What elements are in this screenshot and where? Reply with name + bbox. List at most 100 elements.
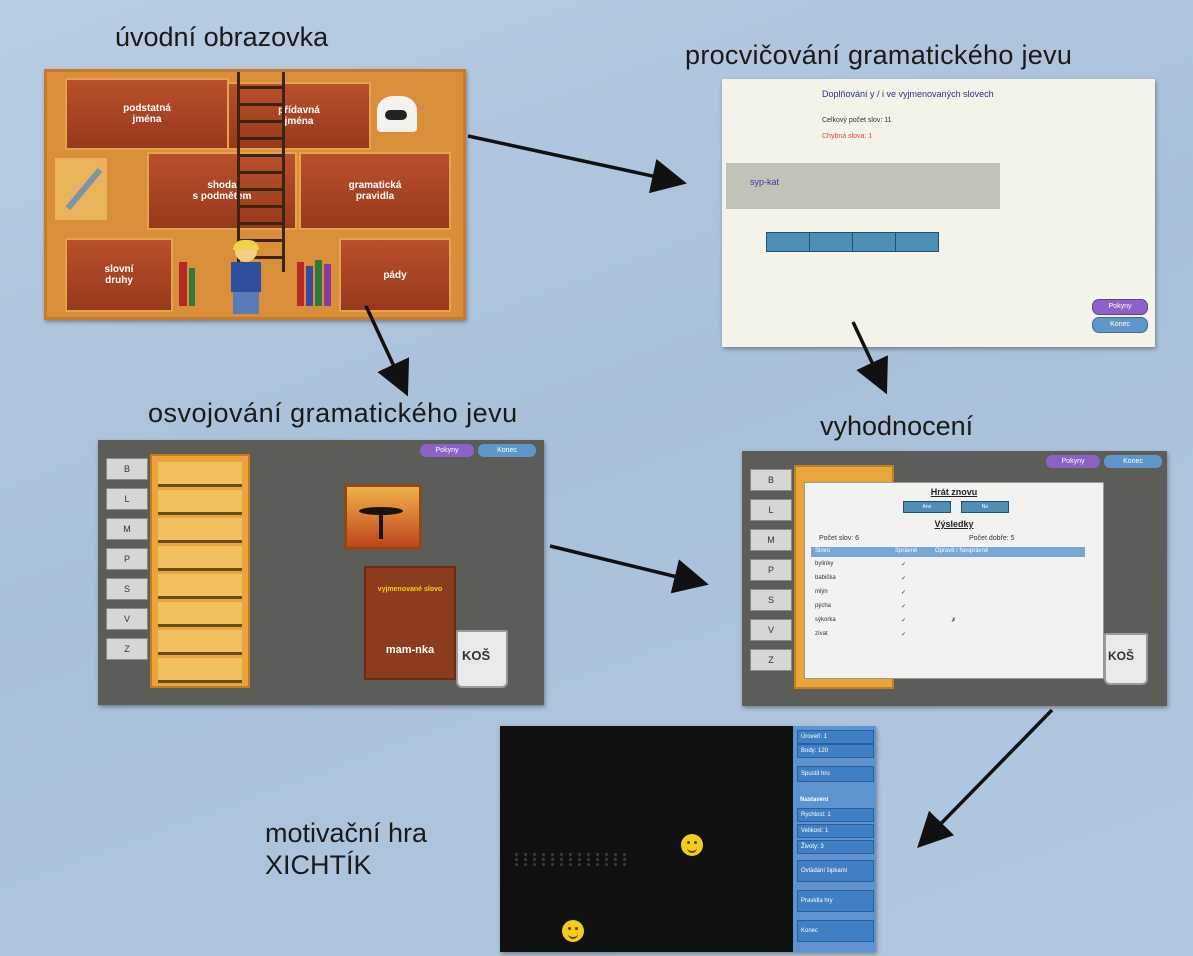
word-card-word: mam-nka [385,644,435,656]
letter-button-z[interactable]: Z [106,638,148,660]
letter-button-b[interactable]: B [750,469,792,491]
game-sidebar-text: Spustit hru [801,771,830,777]
caption-evaluation: vyhodnocení [820,411,974,441]
instructions-button[interactable]: Pokyny [1046,455,1100,468]
game-lives-setting[interactable]: Životy: 3 [797,840,874,854]
book-grammar-rules[interactable]: gramatická pravidla [299,152,451,230]
book-label: slovní [104,264,134,275]
shelf-slot[interactable] [158,658,242,683]
shelf-slot[interactable] [158,490,242,515]
table-row: pýcha ✓ [811,603,1081,613]
instructions-button[interactable]: Pokyny [420,444,474,457]
end-button[interactable]: Konec [478,444,536,457]
bookshelf [150,454,250,688]
table-cell-word: zívat [815,631,828,637]
game-end-button[interactable]: Konec [797,920,874,942]
arrow-learning-to-evaluation [549,544,709,594]
table-cell-correct: ✓ [901,562,907,568]
instructions-button-label: Pokyny [1061,458,1085,465]
book-label: přídavná [278,105,320,116]
letter-button-p[interactable]: P [750,559,792,581]
letter-button-m[interactable]: M [750,529,792,551]
word-card[interactable]: vyjmenované slovo mam-nka [364,566,456,680]
table-row: babička ✓ [811,575,1081,585]
book-label: druhy [105,275,133,286]
game-settings-heading: Nastavení [797,794,872,806]
play-again-yes-button[interactable]: Ano [903,501,951,513]
shelf-slot[interactable] [158,630,242,655]
arrow-evaluation-to-game [917,708,1054,849]
letter-button-b[interactable]: B [106,458,148,480]
dust-particles [512,852,632,866]
word-card-subtitle: vyjmenované slovo [377,586,443,593]
end-button[interactable]: Konec [1092,317,1148,333]
game-size-setting[interactable]: Velikost: 1 [797,824,874,838]
results-column-header: Opravit / Nesprávně [935,548,989,554]
table-row: bylinky ✓ [811,561,1081,571]
end-button-label: Konec [497,447,517,454]
table-cell-correct: ✓ [901,618,907,624]
table-row: sýkorka ✓ ✗ [811,617,1081,627]
evaluation-screen-panel: B L M P S V Z Pokyny Konec KOŠ Hrát znov… [742,451,1167,706]
game-field[interactable] [500,726,793,952]
table-cell-word: babička [815,575,836,581]
book-word-classes[interactable]: slovní druhy [65,238,173,312]
book-label: pravidla [355,191,395,202]
letter-button-s[interactable]: S [106,578,148,600]
shelf-slot[interactable] [158,546,242,571]
results-heading: Výsledky [934,519,974,529]
game-sidebar-text: Body: 120 [801,748,829,754]
trash-bin[interactable]: KOŠ [1104,633,1148,685]
shelf-slot[interactable] [158,518,242,543]
practice-word: syp-kat [750,177,780,187]
arrow-practice-to-evaluation [851,321,888,395]
arrow-intro-to-learning [364,305,410,397]
shelf-slot[interactable] [158,462,242,487]
letter-button-z[interactable]: Z [750,649,792,671]
play-again-no-button[interactable]: Ne [961,501,1009,513]
game-sidebar-text: Úroveň: 1 [801,734,828,740]
instructions-button-label: Pokyny [435,447,459,454]
trash-bin[interactable]: KOŠ [456,630,508,688]
letter-button-s[interactable]: S [750,589,792,611]
game-sidebar-text: Konec [801,928,819,934]
game-sidebar-text: Velikost: 1 [801,828,829,834]
intro-screen-panel: podstatná jména přídavná jména shoda s p… [44,69,466,320]
game-start-button[interactable]: Spustit hru [797,766,874,782]
shelf-slot[interactable] [158,602,242,627]
letter-button-v[interactable]: V [750,619,792,641]
table-row: mlýn ✓ [811,589,1081,599]
letter-button-v[interactable]: V [106,608,148,630]
answer-key[interactable] [895,232,939,252]
end-button[interactable]: Konec [1104,455,1162,468]
results-column-header: Slovo [815,548,831,554]
game-sidebar-text: Nastavení [800,797,829,803]
end-button-label: Konec [1123,458,1143,465]
book-nouns[interactable]: podstatná jména [65,78,229,150]
book-label: gramatická [348,180,402,191]
letter-button-l[interactable]: L [750,499,792,521]
book-label: jména [132,114,162,125]
results-column-header: Správně [895,548,918,554]
table-cell-word: bylinky [815,561,834,567]
arrow-intro-to-practice [467,134,687,194]
game-sidebar-text: Životy: 3 [801,844,824,850]
game-rules-button[interactable]: Pravidla hry [797,890,874,912]
shelf-slot[interactable] [158,574,242,599]
letter-button-p[interactable]: P [106,548,148,570]
letter-button-l[interactable]: L [106,488,148,510]
total-words-label: Celkový počet slov: 11 [822,117,892,124]
caption-intro-screen: úvodní obrazovka [115,22,329,52]
game-controls-info[interactable]: Ovládání šipkami [797,860,874,882]
book-cases[interactable]: pády [339,238,451,312]
end-button-label: Konec [1110,321,1130,328]
game-speed-setting[interactable]: Rychlost: 1 [797,808,874,822]
book-label: s podmětem [192,191,252,202]
instructions-button[interactable]: Pokyny [1092,299,1148,315]
table-row: zívat ✓ [811,631,1081,641]
instructions-button-label: Pokyny [1108,303,1132,310]
table-cell-word: pýcha [815,603,832,609]
table-cell-correct: ✓ [901,604,907,610]
table-cell-word: mlýn [815,589,828,595]
letter-button-m[interactable]: M [106,518,148,540]
